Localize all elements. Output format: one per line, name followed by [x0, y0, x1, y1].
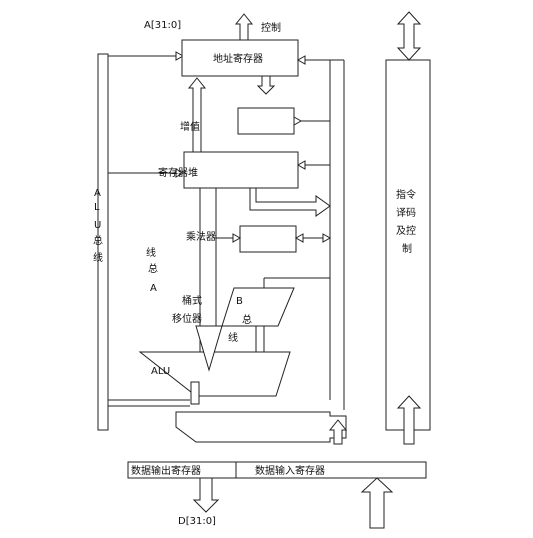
data-bus-out-arrow [192, 477, 220, 513]
decode-label-2: 译码 [396, 207, 416, 219]
multiplier-out-right-arrowhead [322, 233, 332, 243]
result-to-reg-file-arrowhead [296, 160, 306, 170]
alu-label: ALU [151, 366, 170, 377]
data-input-register-label: 数据输入寄存器 [255, 464, 325, 477]
address-bus-label: A[31:0] [144, 20, 181, 31]
alu-bus-label-3: U [94, 220, 101, 231]
instruction-decode-control-box [385, 59, 431, 431]
address-register-label: 地址寄存器 [213, 52, 263, 65]
control-arrow [234, 13, 254, 43]
multiplier-label: 乘法器 [186, 230, 216, 243]
data-output-register-label: 数据输出寄存器 [131, 464, 201, 477]
alu-box [138, 351, 291, 397]
decode-label-4: 制 [402, 242, 412, 255]
control-label: 控制 [261, 21, 281, 34]
incrementer-label: 增值 [180, 120, 200, 133]
alu-bus [97, 53, 109, 431]
incrementer-box [237, 107, 295, 135]
alu-bus-label-4: 总 [93, 234, 103, 247]
address-register [181, 39, 299, 77]
b-bus-label-2: 总 [242, 313, 252, 326]
register-file [183, 151, 299, 189]
multiplier-in-arrowhead [232, 233, 242, 243]
a-bus-label-2: 总 [148, 262, 158, 275]
a-bus-label-3: A [150, 283, 157, 294]
b-bus-label-1: B [236, 296, 243, 307]
reg-file-to-multiplier-arrow [249, 187, 331, 217]
a-bus-label-1: 线 [146, 246, 156, 259]
alu-bus-label-1: A [94, 188, 101, 199]
multiplier-box [239, 225, 297, 253]
alu-output-stub [190, 381, 200, 405]
alu-bus-to-addr-reg-arrowhead [175, 51, 185, 61]
barrel-shifter-label-1: 桶式 [182, 294, 202, 307]
result-to-addr-reg-arrowhead [296, 55, 306, 65]
alu-bus-to-reg-file-arrowhead [175, 168, 185, 178]
alu-bus-label-5: 线 [93, 251, 103, 264]
alu-bus-label-2: L [94, 202, 100, 213]
b-bus-label-3: 线 [228, 331, 238, 344]
address-out-arrow [256, 75, 276, 95]
alu-to-data-output-arrow [175, 411, 347, 443]
control-io-arrow [396, 11, 422, 61]
decode-input-arrow [396, 395, 422, 445]
data-in-up-arrow [328, 419, 348, 445]
barrel-shifter-box [221, 287, 295, 327]
incrementer-link-arrowhead [293, 116, 303, 126]
data-register-bar [127, 461, 427, 479]
incrementer-up-arrow [187, 77, 207, 153]
decode-label-1: 指令 [396, 188, 416, 201]
a-bus-into-alu-arrow [195, 325, 223, 372]
data-bus-label: D[31:0] [178, 516, 216, 527]
multiplier-out-left-arrowhead [294, 233, 304, 243]
register-file-label: 寄存器堆 [158, 166, 198, 179]
data-bus-in-arrow [360, 477, 394, 529]
decode-label-3: 及控 [396, 224, 416, 237]
barrel-shifter-label-2: 移位器 [172, 312, 202, 325]
